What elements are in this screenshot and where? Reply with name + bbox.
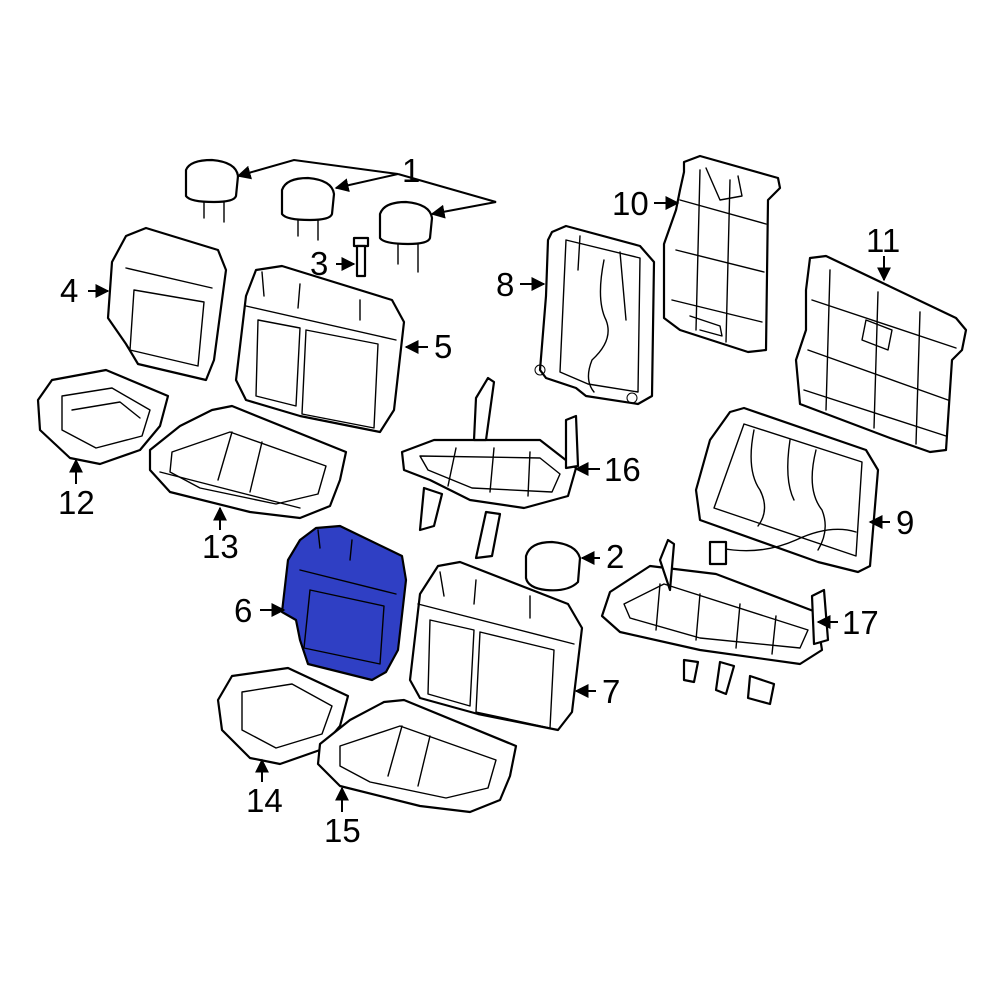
leader-lines [69,158,891,812]
seat-back-cover-center [234,264,406,434]
seat-cushion-cover-left [36,368,170,466]
headrest-right [378,200,434,273]
callout-2: 2 [606,538,624,575]
seat-back-frame-right [694,406,880,574]
headrest-center [280,176,336,241]
callout-3: 3 [310,245,328,282]
callout-6: 6 [234,592,252,629]
callout-5: 5 [434,328,452,365]
callout-13: 13 [202,528,239,565]
callout-7: 7 [602,673,620,710]
bolt [352,236,370,278]
seat-back-panel-center [662,154,782,354]
seat-cushion-cover-right [216,666,350,766]
callout-17: 17 [842,604,879,641]
callout-labels: 1 2 3 4 5 6 7 8 9 10 11 12 13 14 15 16 1… [58,152,914,849]
callout-1: 1 [402,152,420,189]
callout-8: 8 [496,266,514,303]
callout-12: 12 [58,484,95,521]
headrest-left [184,158,240,223]
callout-16: 16 [604,451,641,488]
seat-cushion-cover-center [148,404,348,520]
callout-11: 11 [866,222,900,259]
seat-cushion-cover-right-large [316,698,518,814]
callout-4: 4 [60,272,78,309]
seat-cushion-frame-right [600,538,830,706]
callout-9: 9 [896,504,914,541]
callout-15: 15 [324,812,361,849]
seat-back-frame-left [534,224,656,406]
seat-cushion-frame-left [400,376,580,560]
seat-back-cover-highlighted [280,524,408,682]
seat-back-panel-right [794,254,968,454]
seat-back-cover-right [408,560,584,732]
headrest-small [524,540,582,592]
seat-back-cover-left [106,226,228,382]
callout-10: 10 [612,185,649,222]
callout-14: 14 [246,782,283,819]
